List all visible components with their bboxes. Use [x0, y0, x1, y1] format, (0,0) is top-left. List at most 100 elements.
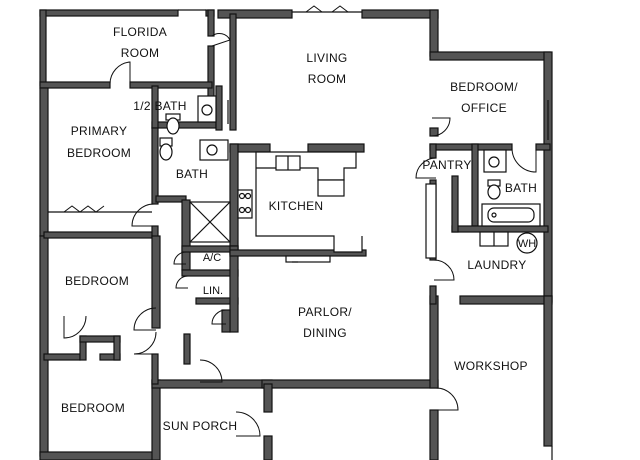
bedroom-label: BEDROOM — [61, 401, 125, 415]
wall — [471, 143, 479, 227]
laundry-label: LAUNDRY — [467, 258, 526, 272]
bedroom-label: BEDROOM — [65, 274, 129, 288]
door-swings — [63, 33, 537, 437]
wall — [307, 143, 365, 153]
wall — [229, 143, 239, 255]
burner — [238, 192, 246, 200]
wall — [535, 143, 551, 151]
wall — [429, 285, 437, 305]
wall — [43, 353, 81, 361]
burner — [244, 192, 252, 200]
wall — [39, 81, 111, 89]
parlor-dining-label: PARLOR/ — [298, 305, 352, 319]
wall — [429, 143, 513, 151]
bedroom-office-label: OFFICE — [461, 101, 507, 115]
wall — [451, 175, 459, 233]
wall — [217, 9, 293, 19]
wall — [361, 9, 439, 19]
wall — [151, 127, 159, 205]
half-bath-label: 1/2 BATH — [133, 99, 187, 113]
living-room-label: ROOM — [308, 72, 347, 86]
wall — [429, 143, 437, 159]
wall — [151, 353, 159, 385]
ac-label: A/C — [203, 252, 221, 264]
florida-room-label: FLORIDA — [113, 25, 167, 39]
linen-label: LIN. — [203, 285, 223, 297]
wall — [39, 451, 159, 460]
sink-basin — [206, 144, 218, 156]
wall — [261, 379, 439, 389]
door-swing — [433, 259, 455, 281]
wall — [181, 199, 191, 271]
door-swing — [211, 33, 231, 47]
door-swing — [175, 275, 189, 289]
stove — [237, 189, 253, 219]
folding-door — [305, 5, 349, 13]
wall — [215, 85, 223, 131]
wall — [429, 51, 551, 61]
living-room-label: LIVING — [306, 51, 347, 65]
wall — [113, 335, 121, 361]
wall — [263, 435, 273, 460]
wall — [229, 13, 237, 131]
openings — [48, 5, 553, 460]
fixtures — [159, 95, 541, 263]
door-swing — [235, 411, 261, 437]
wall — [183, 333, 191, 365]
wall — [39, 235, 49, 457]
water-heater — [516, 232, 538, 254]
door-swing — [133, 307, 157, 331]
door-swing — [415, 157, 437, 179]
wall — [543, 51, 553, 303]
door-swing — [133, 331, 157, 355]
toilet-bowl — [487, 184, 501, 200]
room-labels: FLORIDA ROOM LIVING ROOM BEDROOM/ OFFICE… — [61, 25, 537, 433]
primary-bedroom-label: BEDROOM — [67, 146, 131, 160]
wall — [39, 9, 179, 17]
door-swing — [173, 251, 187, 265]
wall — [429, 409, 439, 460]
shower-mark — [189, 201, 231, 243]
kitchen-label: KITCHEN — [269, 199, 324, 213]
door-swing — [211, 309, 227, 325]
wall — [459, 295, 553, 305]
workshop-label: WORKSHOP — [454, 359, 528, 373]
wall — [151, 235, 161, 329]
door-swing — [131, 203, 155, 227]
door-swing — [109, 61, 131, 85]
wall — [429, 295, 439, 389]
wall — [451, 225, 549, 233]
water-heater-label: WH — [518, 238, 536, 250]
closet-bifold-door — [63, 205, 105, 213]
wall — [129, 81, 213, 89]
sun-porch-label: SUN PORCH — [163, 419, 238, 433]
door-swing — [511, 147, 537, 173]
door-swing — [435, 387, 459, 411]
bath-label: BATH — [176, 167, 208, 181]
wall — [151, 379, 161, 460]
primary-bedroom-label: PRIMARY — [71, 124, 128, 138]
wall — [229, 245, 239, 333]
pantry-shelf — [425, 183, 437, 259]
wall — [151, 379, 273, 389]
wall — [207, 9, 215, 37]
bathtub-basin — [487, 207, 535, 223]
toilet-bowl — [159, 143, 173, 161]
door-swing — [199, 359, 223, 383]
wall — [429, 127, 439, 137]
door-swing — [431, 117, 451, 137]
toilet-bowl — [166, 117, 180, 135]
parlor-dining-label: DINING — [303, 326, 347, 340]
wall — [429, 9, 439, 57]
wall — [155, 195, 187, 203]
kitchen-island — [317, 179, 345, 197]
wall — [221, 309, 231, 333]
range-hood — [285, 255, 331, 263]
sink-basin — [201, 104, 213, 116]
sink-basin — [488, 156, 500, 168]
florida-room-label: ROOM — [121, 46, 160, 60]
pantry-label: PANTRY — [422, 158, 471, 172]
wall — [263, 383, 273, 413]
drain — [491, 212, 497, 218]
